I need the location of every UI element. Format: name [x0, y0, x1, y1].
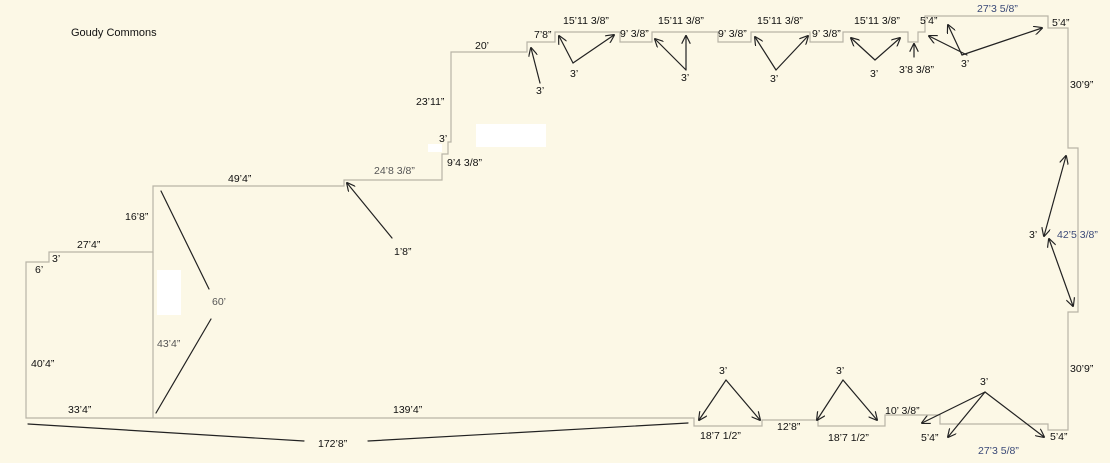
dimension-label: 24’8 3/8” — [374, 165, 415, 177]
dimension-label: 3’ — [570, 68, 578, 80]
dimension-label: 15’11 3/8” — [854, 15, 900, 27]
dimension-label: 3’ — [1029, 229, 1037, 241]
dimension-label: 5’4” — [921, 432, 939, 444]
dimension-label: 9’4 3/8” — [447, 157, 483, 169]
dimension-label: 30’9” — [1070, 363, 1094, 375]
dimension-label: 3’ — [836, 365, 844, 377]
dimension-label: 20’ — [475, 40, 489, 52]
dimension-label: 33’4” — [68, 404, 92, 416]
dimension-label: 27’3 5/8” — [978, 445, 1019, 457]
dimension-arrows — [27, 25, 1073, 442]
building-outline — [25, 15, 1079, 431]
blank-patch — [476, 124, 546, 147]
dimension-label: 27’4” — [77, 239, 101, 251]
dimension-label: 42’5 3/8” — [1057, 229, 1098, 241]
dimension-label: 15’11 3/8” — [658, 15, 704, 27]
dimension-label: 15’11 3/8” — [563, 15, 609, 27]
dimension-label: 3’ — [536, 85, 544, 97]
dimension-label: 5’4” — [920, 15, 938, 27]
dimension-label: 27’3 5/8” — [977, 3, 1018, 15]
dimension-label: 60’ — [212, 296, 226, 308]
dimension-label: 5’4” — [1050, 431, 1068, 443]
drawing-title: Goudy Commons — [71, 27, 157, 39]
dimension-label: 49’4” — [228, 173, 252, 185]
dimension-label: 3’ — [980, 376, 988, 388]
dimension-label: 3’ — [52, 253, 60, 265]
dimension-label: 7’8” — [534, 29, 552, 41]
dimension-label: 9’ 3/8” — [812, 28, 841, 40]
dimension-label: 15’11 3/8” — [757, 15, 803, 27]
dimension-label: 43’4” — [157, 338, 181, 350]
dimension-label: 18’7 1/2” — [700, 430, 741, 442]
dimension-label: 23’11” — [416, 96, 445, 108]
dimension-label: 9’ 3/8” — [718, 28, 747, 40]
dimension-label: 12’8” — [777, 421, 801, 433]
dimension-label: 5’4” — [1052, 17, 1070, 29]
dimension-label: 3’ — [719, 365, 727, 377]
blank-patch — [157, 270, 181, 315]
dimension-label: 3’8 3/8” — [899, 64, 935, 76]
dimension-label: 3’ — [770, 73, 778, 85]
blank-patch — [428, 144, 442, 152]
dimension-label: 3’ — [439, 133, 447, 145]
dimension-label: 1’8” — [394, 246, 412, 258]
dimension-label: 10’ 3/8” — [885, 405, 920, 417]
dimension-label: 9’ 3/8” — [620, 28, 649, 40]
dimension-label: 6’ — [35, 264, 43, 276]
dimension-label: 3’ — [681, 72, 689, 84]
dimension-label: 3’ — [870, 68, 878, 80]
dimension-label: 30’9” — [1070, 79, 1094, 91]
dimension-label: 139’4” — [393, 404, 423, 416]
dimension-label: 3’ — [961, 58, 969, 70]
dimension-label: 18’7 1/2” — [828, 432, 869, 444]
dimension-label: 16’8” — [125, 211, 149, 223]
dimension-label: 40’4” — [31, 358, 55, 370]
dimension-label: 172’8” — [318, 438, 348, 450]
